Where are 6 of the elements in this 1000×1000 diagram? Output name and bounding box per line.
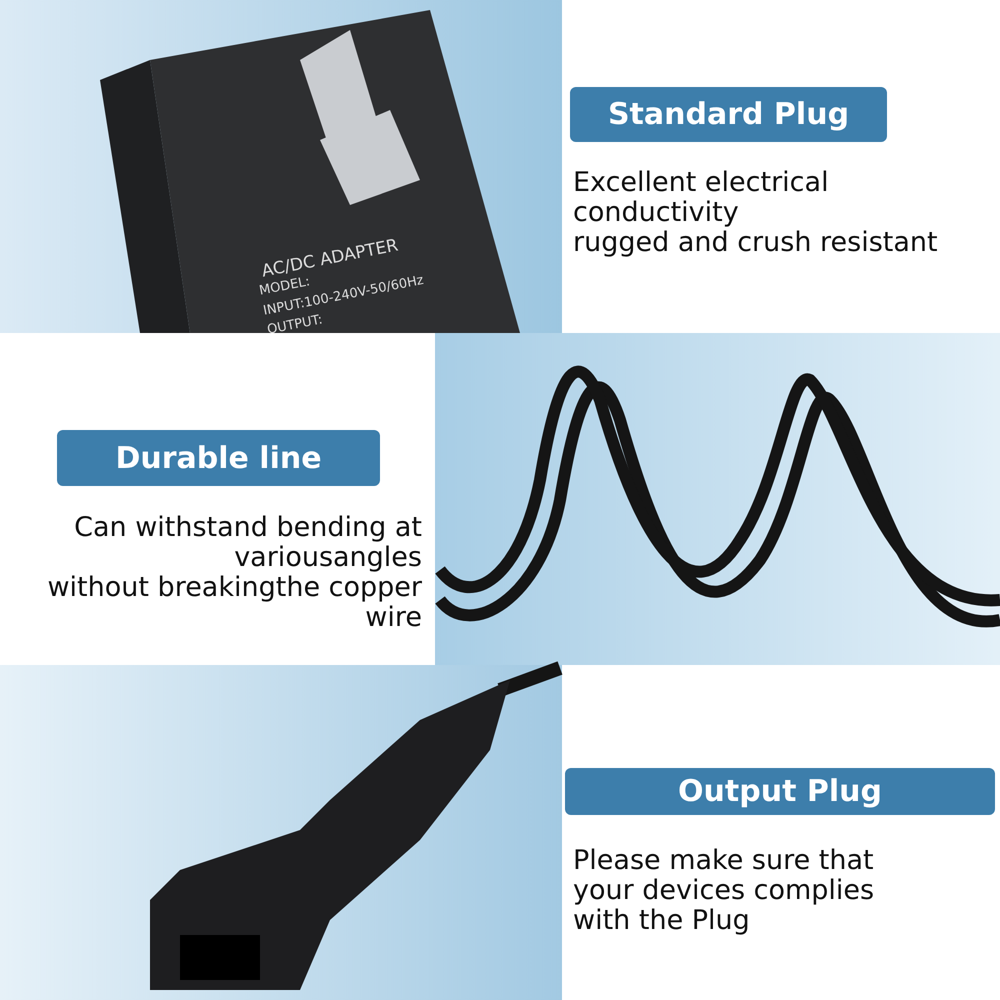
heading-banner: Durable line (57, 430, 380, 486)
description-text: without breakingthe copper wire (46, 573, 422, 633)
heading-banner: Standard Plug (570, 87, 887, 142)
description-text: rugged and crush resistant (573, 228, 939, 258)
description-text: Please make sure that your devices complies with the Plug (573, 846, 876, 936)
heading-banner: Output Plug (565, 768, 995, 815)
